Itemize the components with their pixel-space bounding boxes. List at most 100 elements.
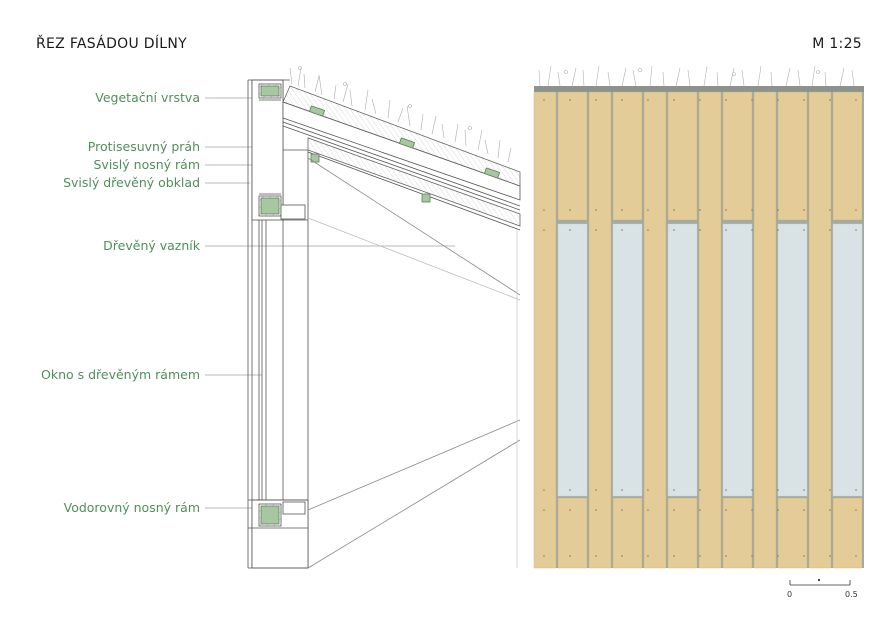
fixing-dot (803, 509, 805, 511)
cladding-board (808, 91, 832, 569)
fixing-dot (751, 99, 753, 101)
window-glass (557, 223, 588, 497)
fixing-dot (699, 229, 701, 231)
fixing-dot (777, 509, 779, 511)
fixing-dot (621, 555, 623, 557)
fixing-dot (543, 509, 545, 511)
fixing-dot (725, 555, 727, 557)
fixing-dot (829, 509, 831, 511)
fixing-dot (595, 99, 597, 101)
window-glass (612, 223, 643, 497)
fixing-dot (621, 99, 623, 101)
fixing-dot (647, 99, 649, 101)
fixing-dot (595, 229, 597, 231)
fixing-dot (777, 209, 779, 211)
fixing-dot (595, 509, 597, 511)
fixing-dot (803, 555, 805, 557)
fixing-dot (543, 209, 545, 211)
cladding-panel-bottom (777, 497, 808, 569)
scale-bar (789, 578, 851, 586)
label-protisesuvny-prah: Protisesuvný práh (87, 139, 200, 154)
fixing-dot (751, 229, 753, 231)
fixing-dot (829, 489, 831, 491)
fixing-dot (595, 209, 597, 211)
fixing-dot (569, 489, 571, 491)
fixing-dot (803, 229, 805, 231)
window-glass (832, 223, 863, 497)
fixing-dot (673, 555, 675, 557)
fixing-dot (751, 555, 753, 557)
label-dreveny-vaznik: Dřevěný vazník (103, 238, 200, 253)
cladding-panel-top (612, 91, 643, 221)
label-svisly-dreveny-obklad: Svislý dřevěný obklad (63, 175, 200, 190)
scale-bar-end: 0.5 (845, 590, 858, 599)
fixing-dot (855, 509, 857, 511)
cladding-panel-top (722, 91, 753, 221)
window-glass (722, 223, 753, 497)
fixing-dot (803, 209, 805, 211)
cladding-board (698, 91, 722, 569)
facade-section (247, 79, 521, 569)
window-glass (777, 223, 808, 497)
fixing-dot (699, 509, 701, 511)
fixing-dot (621, 489, 623, 491)
fixing-dot (829, 99, 831, 101)
cladding-panel-bottom (612, 497, 643, 569)
fixing-dot (569, 99, 571, 101)
fixing-dot (647, 555, 649, 557)
fixing-dot (855, 489, 857, 491)
fixing-dot (725, 489, 727, 491)
fixing-dot (699, 209, 701, 211)
fixing-dot (751, 509, 753, 511)
cladding-board (533, 91, 557, 569)
fixing-dot (855, 555, 857, 557)
fixing-dot (699, 555, 701, 557)
fixing-dot (829, 209, 831, 211)
fixing-dot (855, 209, 857, 211)
label-svisly-nosny-ram: Svislý nosný rám (93, 157, 200, 172)
fixing-dot (699, 99, 701, 101)
fixing-dot (751, 209, 753, 211)
cladding-panel-top (832, 91, 863, 221)
fixing-dot (725, 209, 727, 211)
fixing-dot (569, 509, 571, 511)
fixing-dot (621, 509, 623, 511)
cladding-panel-bottom (832, 497, 863, 569)
cladding-panel-top (557, 91, 588, 221)
cladding-panel-bottom (667, 497, 698, 569)
fixing-dot (543, 229, 545, 231)
fixing-dot (647, 509, 649, 511)
fixing-dot (777, 99, 779, 101)
fixing-dot (777, 229, 779, 231)
cladding-panel-top (667, 91, 698, 221)
window-glass (667, 223, 698, 497)
cladding-panel-bottom (557, 497, 588, 569)
fixing-dot (777, 489, 779, 491)
cladding-panel-top (777, 91, 808, 221)
fixing-dot (699, 489, 701, 491)
fixing-dot (647, 209, 649, 211)
scale-bar-start: 0 (787, 590, 793, 599)
fixing-dot (803, 99, 805, 101)
fixing-dot (543, 489, 545, 491)
fixing-dot (829, 555, 831, 557)
fixing-dot (725, 509, 727, 511)
label-okno-s-drevenym-ramem: Okno s dřevěným rámem (41, 367, 200, 382)
fixing-dot (725, 99, 727, 101)
fixing-dot (621, 229, 623, 231)
fixing-dot (595, 489, 597, 491)
fixing-dot (543, 99, 545, 101)
fixing-dot (777, 555, 779, 557)
facade-elevation (533, 65, 864, 569)
fixing-dot (647, 229, 649, 231)
fixing-dot (569, 229, 571, 231)
label-vegetacni-vrstva: Vegetační vrstva (95, 90, 200, 105)
fixing-dot (673, 229, 675, 231)
fixing-dot (621, 209, 623, 211)
vegetation-section (289, 66, 512, 163)
cladding-board (643, 91, 667, 569)
cladding-panel-bottom (722, 497, 753, 569)
fixing-dot (725, 229, 727, 231)
